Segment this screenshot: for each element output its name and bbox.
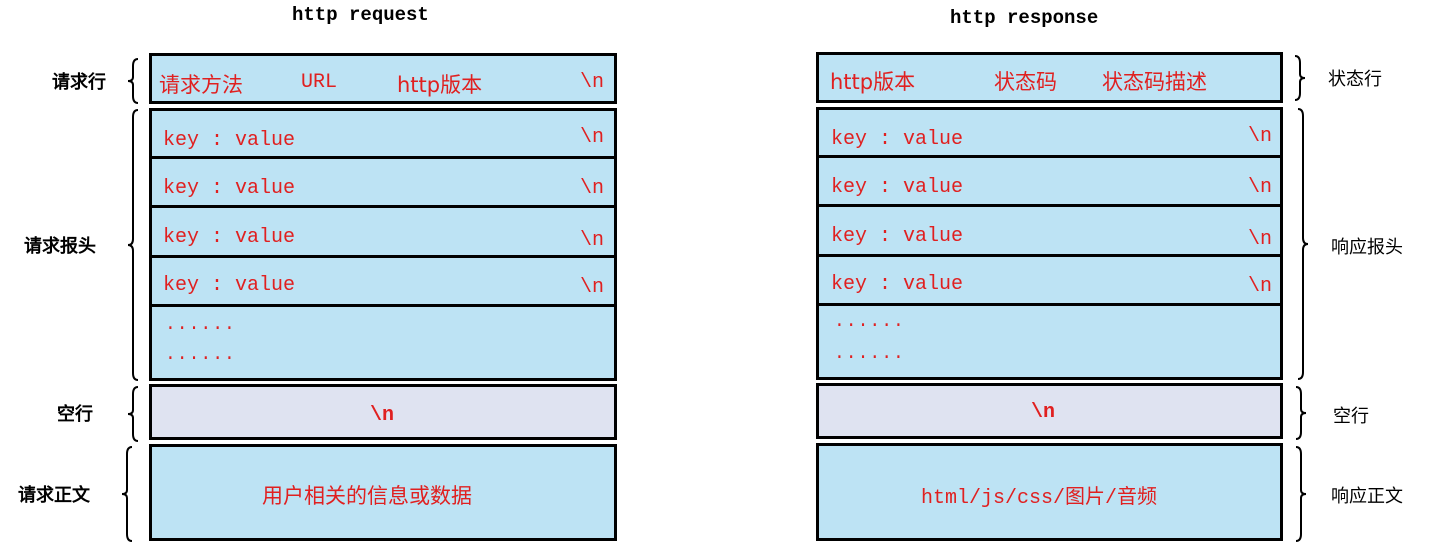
header-crlf: \n — [580, 229, 605, 252]
label-status-line: 状态行 — [1328, 69, 1382, 90]
brace-response-headers — [1297, 108, 1309, 380]
status-line-box: http版本 状态码 状态码描述 — [816, 52, 1283, 103]
request-blank-line-box: \n — [149, 384, 617, 440]
request-url: URL — [301, 71, 338, 94]
ellipsis: ...... — [834, 344, 905, 364]
response-header-row: key : value \n — [816, 107, 1283, 158]
response-header-ellipsis-box: ...... ...... — [816, 303, 1283, 380]
header-crlf: \n — [1248, 228, 1273, 251]
header-key-value: key : value — [831, 176, 964, 199]
brace-response-body — [1295, 446, 1307, 542]
request-body-text: 用户相关的信息或数据 — [262, 484, 472, 508]
request-http-version: http版本 — [397, 73, 483, 97]
response-header-row: key : value \n — [816, 204, 1283, 257]
response-header-row: key : value \n — [816, 155, 1283, 207]
header-crlf: \n — [580, 276, 605, 299]
response-title: http response — [950, 7, 1099, 29]
header-crlf: \n — [580, 126, 605, 149]
request-line-crlf: \n — [580, 71, 605, 94]
response-status-code: 状态码 — [994, 70, 1057, 94]
header-crlf: \n — [1248, 176, 1273, 199]
response-body-box: html/js/css/图片/音频 — [816, 443, 1283, 541]
request-method: 请求方法 — [159, 73, 243, 97]
response-http-version: http版本 — [830, 70, 916, 94]
header-key-value: key : value — [831, 128, 964, 151]
header-key-value: key : value — [831, 273, 964, 296]
response-header-row: key : value \n — [816, 254, 1283, 306]
label-response-body: 响应正文 — [1331, 486, 1403, 507]
request-body-box: 用户相关的信息或数据 — [149, 444, 617, 541]
label-blank-line: 空行 — [1333, 406, 1369, 427]
request-header-row: key : value \n — [149, 156, 617, 208]
response-blank-line-box: \n — [816, 383, 1283, 439]
request-line-box: 请求方法 URL http版本 \n — [149, 53, 617, 104]
response-status-desc: 状态码描述 — [1102, 70, 1207, 94]
ellipsis: ...... — [834, 312, 905, 332]
brace-status-line — [1294, 55, 1306, 101]
label-request-body: 请求正文 — [18, 485, 90, 506]
response-body-text: html/js/css/图片/音频 — [921, 487, 1158, 510]
request-title: http request — [292, 4, 429, 26]
label-request-line: 请求行 — [52, 72, 106, 93]
header-key-value: key : value — [163, 274, 296, 297]
request-header-ellipsis-box: ...... ...... — [149, 304, 617, 381]
header-key-value: key : value — [163, 177, 296, 200]
ellipsis: ...... — [165, 345, 236, 365]
brace-request-body — [121, 446, 133, 542]
request-header-row: key : value \n — [149, 255, 617, 307]
brace-blank-line — [1295, 386, 1307, 440]
header-crlf: \n — [1248, 125, 1273, 148]
header-crlf: \n — [580, 177, 605, 200]
blank-line-crlf: \n — [1031, 401, 1056, 424]
brace-request-headers — [127, 109, 139, 381]
label-request-headers: 请求报头 — [24, 236, 96, 257]
request-header-row: key : value \n — [149, 108, 617, 159]
header-key-value: key : value — [163, 129, 296, 152]
header-crlf: \n — [1248, 275, 1273, 298]
brace-request-line — [127, 58, 139, 104]
request-header-row: key : value \n — [149, 205, 617, 258]
label-response-headers: 响应报头 — [1331, 237, 1403, 258]
blank-line-crlf: \n — [370, 404, 395, 427]
ellipsis: ...... — [165, 315, 236, 335]
label-blank-line: 空行 — [57, 404, 93, 425]
header-key-value: key : value — [163, 226, 296, 249]
brace-blank-line — [127, 386, 139, 442]
header-key-value: key : value — [831, 225, 964, 248]
